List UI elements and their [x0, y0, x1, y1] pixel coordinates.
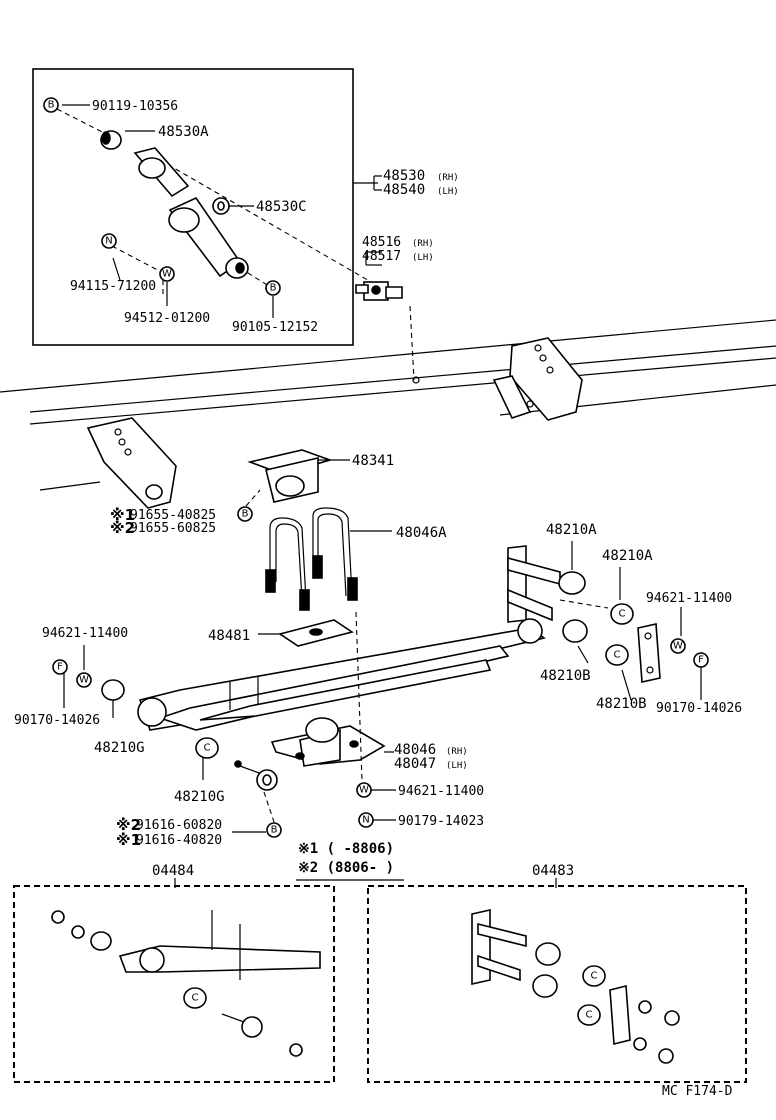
part-90119-10356: 90119-10356: [92, 99, 178, 114]
part-91616-40820: 91616-40820: [136, 833, 222, 848]
figure-code: MC F174-D: [662, 1084, 733, 1099]
part-48210b: 48210B: [540, 668, 591, 684]
nut-mark-n: N: [362, 815, 369, 826]
nut-mark-f: F: [57, 662, 63, 673]
part-94115-71200: 94115-71200: [70, 279, 156, 294]
bushing-48210g-lower: [195, 737, 219, 759]
side-rh: (RH): [446, 747, 468, 757]
shock-absorber-drawing: [100, 130, 249, 279]
washer-mark-c: C: [204, 743, 211, 754]
part-91655-60825: 91655-60825: [130, 521, 216, 536]
bumper-48341-drawing: [247, 449, 333, 503]
bushing-48210g-upper: [101, 679, 125, 701]
part-94621-11400: 94621-11400: [646, 591, 732, 606]
note-mark-1: ※1: [110, 506, 135, 524]
kit-04483-label: 04483: [532, 863, 574, 879]
part-48210g: 48210G: [94, 740, 145, 756]
part-91616-60820: 91616-60820: [136, 818, 222, 833]
shackle-bolt-drawing: [234, 760, 278, 791]
part-48530a: 48530A: [158, 124, 209, 140]
washer-mark-c: C: [614, 650, 621, 661]
washer-mark-c: C: [591, 971, 598, 982]
kit-04484-drawing: [51, 910, 321, 1057]
bolt-mark-b: B: [242, 509, 249, 520]
side-lh: (LH): [446, 761, 468, 771]
washer-mark-c: C: [192, 993, 199, 1004]
shackle-assembly-drawing: [507, 545, 661, 683]
nut-mark-n: N: [105, 236, 112, 247]
part-48516: 48516: [362, 235, 401, 250]
note-mark-2: ※2: [110, 519, 135, 537]
part-94621-11400: 94621-11400: [398, 784, 484, 799]
part-94621-11400: 94621-11400: [42, 626, 128, 641]
side-lh: (LH): [437, 187, 459, 197]
part-48210b: 48210B: [596, 696, 647, 712]
front-hanger-bracket: [86, 417, 177, 509]
washer-mark-w: W: [162, 269, 172, 280]
kit-04483-frame: [367, 885, 747, 1083]
part-48517: 48517: [362, 249, 401, 264]
note-1-range: ※1 ( -8806): [298, 841, 394, 857]
bolt-mark-b: B: [270, 283, 277, 294]
part-90170-14026: 90170-14026: [14, 713, 100, 728]
bolt-mark-b: B: [271, 825, 278, 836]
u-bolts-drawing: [265, 507, 358, 611]
washer-mark-w: W: [673, 641, 683, 652]
kit-04483-drawing: [471, 909, 680, 1064]
kit-04484-label: 04484: [152, 863, 194, 879]
part-48210g: 48210G: [174, 789, 225, 805]
part-91655-40825: 91655-40825: [130, 508, 216, 523]
part-48210a: 48210A: [602, 548, 653, 564]
leaf-spring-drawing: [137, 618, 546, 731]
note-2-range: ※2 (8806- ): [298, 860, 394, 876]
washer-mark-c: C: [586, 1010, 593, 1021]
part-90179-14023: 90179-14023: [398, 814, 484, 829]
side-lh: (LH): [412, 253, 434, 263]
part-48540: 48540: [383, 182, 425, 198]
washer-mark-w: W: [359, 785, 369, 796]
kit-04484-frame: [13, 885, 335, 1083]
note-mark-2: ※2: [116, 816, 141, 834]
part-90105-12152: 90105-12152: [232, 320, 318, 335]
washer-mark-c: C: [619, 609, 626, 620]
note-mark-1: ※1: [116, 831, 141, 849]
part-48046a: 48046A: [396, 525, 447, 541]
nut-mark-f: F: [698, 655, 704, 666]
part-48530: 48530: [383, 168, 425, 184]
part-90170-14026: 90170-14026: [656, 701, 742, 716]
part-48530c: 48530C: [256, 199, 307, 215]
washer-mark-w: W: [79, 675, 89, 686]
spring-seat-drawing: [270, 717, 386, 767]
part-48210a: 48210A: [546, 522, 597, 538]
part-48046: 48046: [394, 742, 436, 758]
part-48047: 48047: [394, 756, 436, 772]
side-rh: (RH): [412, 239, 434, 249]
part-94512-01200: 94512-01200: [124, 311, 210, 326]
bolt-mark-b: B: [48, 100, 55, 111]
side-rh: (RH): [437, 173, 459, 183]
shock-absorber-frame: [32, 68, 354, 346]
bracket-pin-drawing: [355, 251, 420, 384]
part-48341: 48341: [352, 453, 394, 469]
part-48481: 48481: [208, 628, 250, 644]
